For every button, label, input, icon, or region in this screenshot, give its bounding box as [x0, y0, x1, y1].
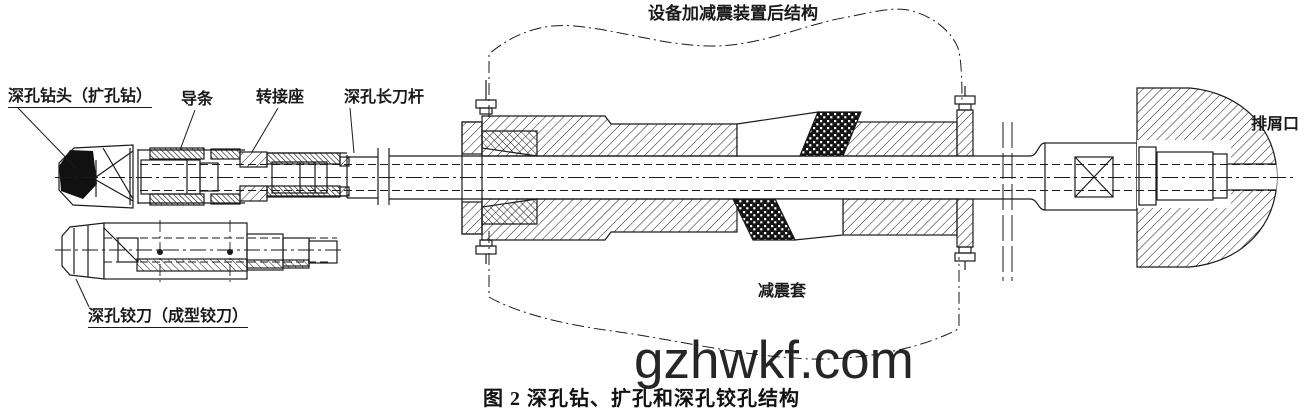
guide-bar-sleeve-drawing — [138, 147, 245, 206]
label-chip-outlet: 排屑口 — [1251, 116, 1300, 133]
drill-head-drawing — [58, 144, 139, 209]
bolt-bottom-left — [475, 239, 497, 264]
callout-boundary — [488, 8, 963, 360]
damper-housing-drawing — [461, 80, 976, 270]
figure-caption: 图 2 深孔钻、扩孔和深孔铰孔结构 — [483, 388, 800, 410]
leader-lines — [17, 107, 355, 308]
bore-hidden-lines — [140, 164, 1280, 191]
adapter-seat-drawing — [239, 151, 350, 202]
label-long-tool-bar: 深孔长刀杆 — [344, 89, 425, 106]
chip-outlet-head-drawing — [1136, 87, 1278, 268]
bolt-top-left — [475, 80, 497, 115]
wall-plate-lines — [1002, 122, 1013, 281]
label-guide-bar: 导条 — [181, 91, 214, 108]
label-equipment-damper-structure: 设备加减震装置后结构 — [648, 4, 818, 23]
label-damper-sleeve: 减震套 — [758, 283, 807, 300]
bearing-block-drawing — [1029, 142, 1138, 211]
bolt-bottom-right — [954, 246, 976, 270]
label-adapter-seat: 转接座 — [256, 89, 305, 106]
reamer-drawing — [61, 220, 338, 285]
label-reamer: 深孔铰刀（成型铰刀） — [88, 308, 249, 329]
watermark-text: gzhwkf.com — [634, 331, 914, 390]
bolt-top-right — [954, 86, 976, 111]
label-drill-head: 深孔钻头（扩孔钻） — [8, 88, 153, 109]
center-lines — [55, 177, 1295, 251]
